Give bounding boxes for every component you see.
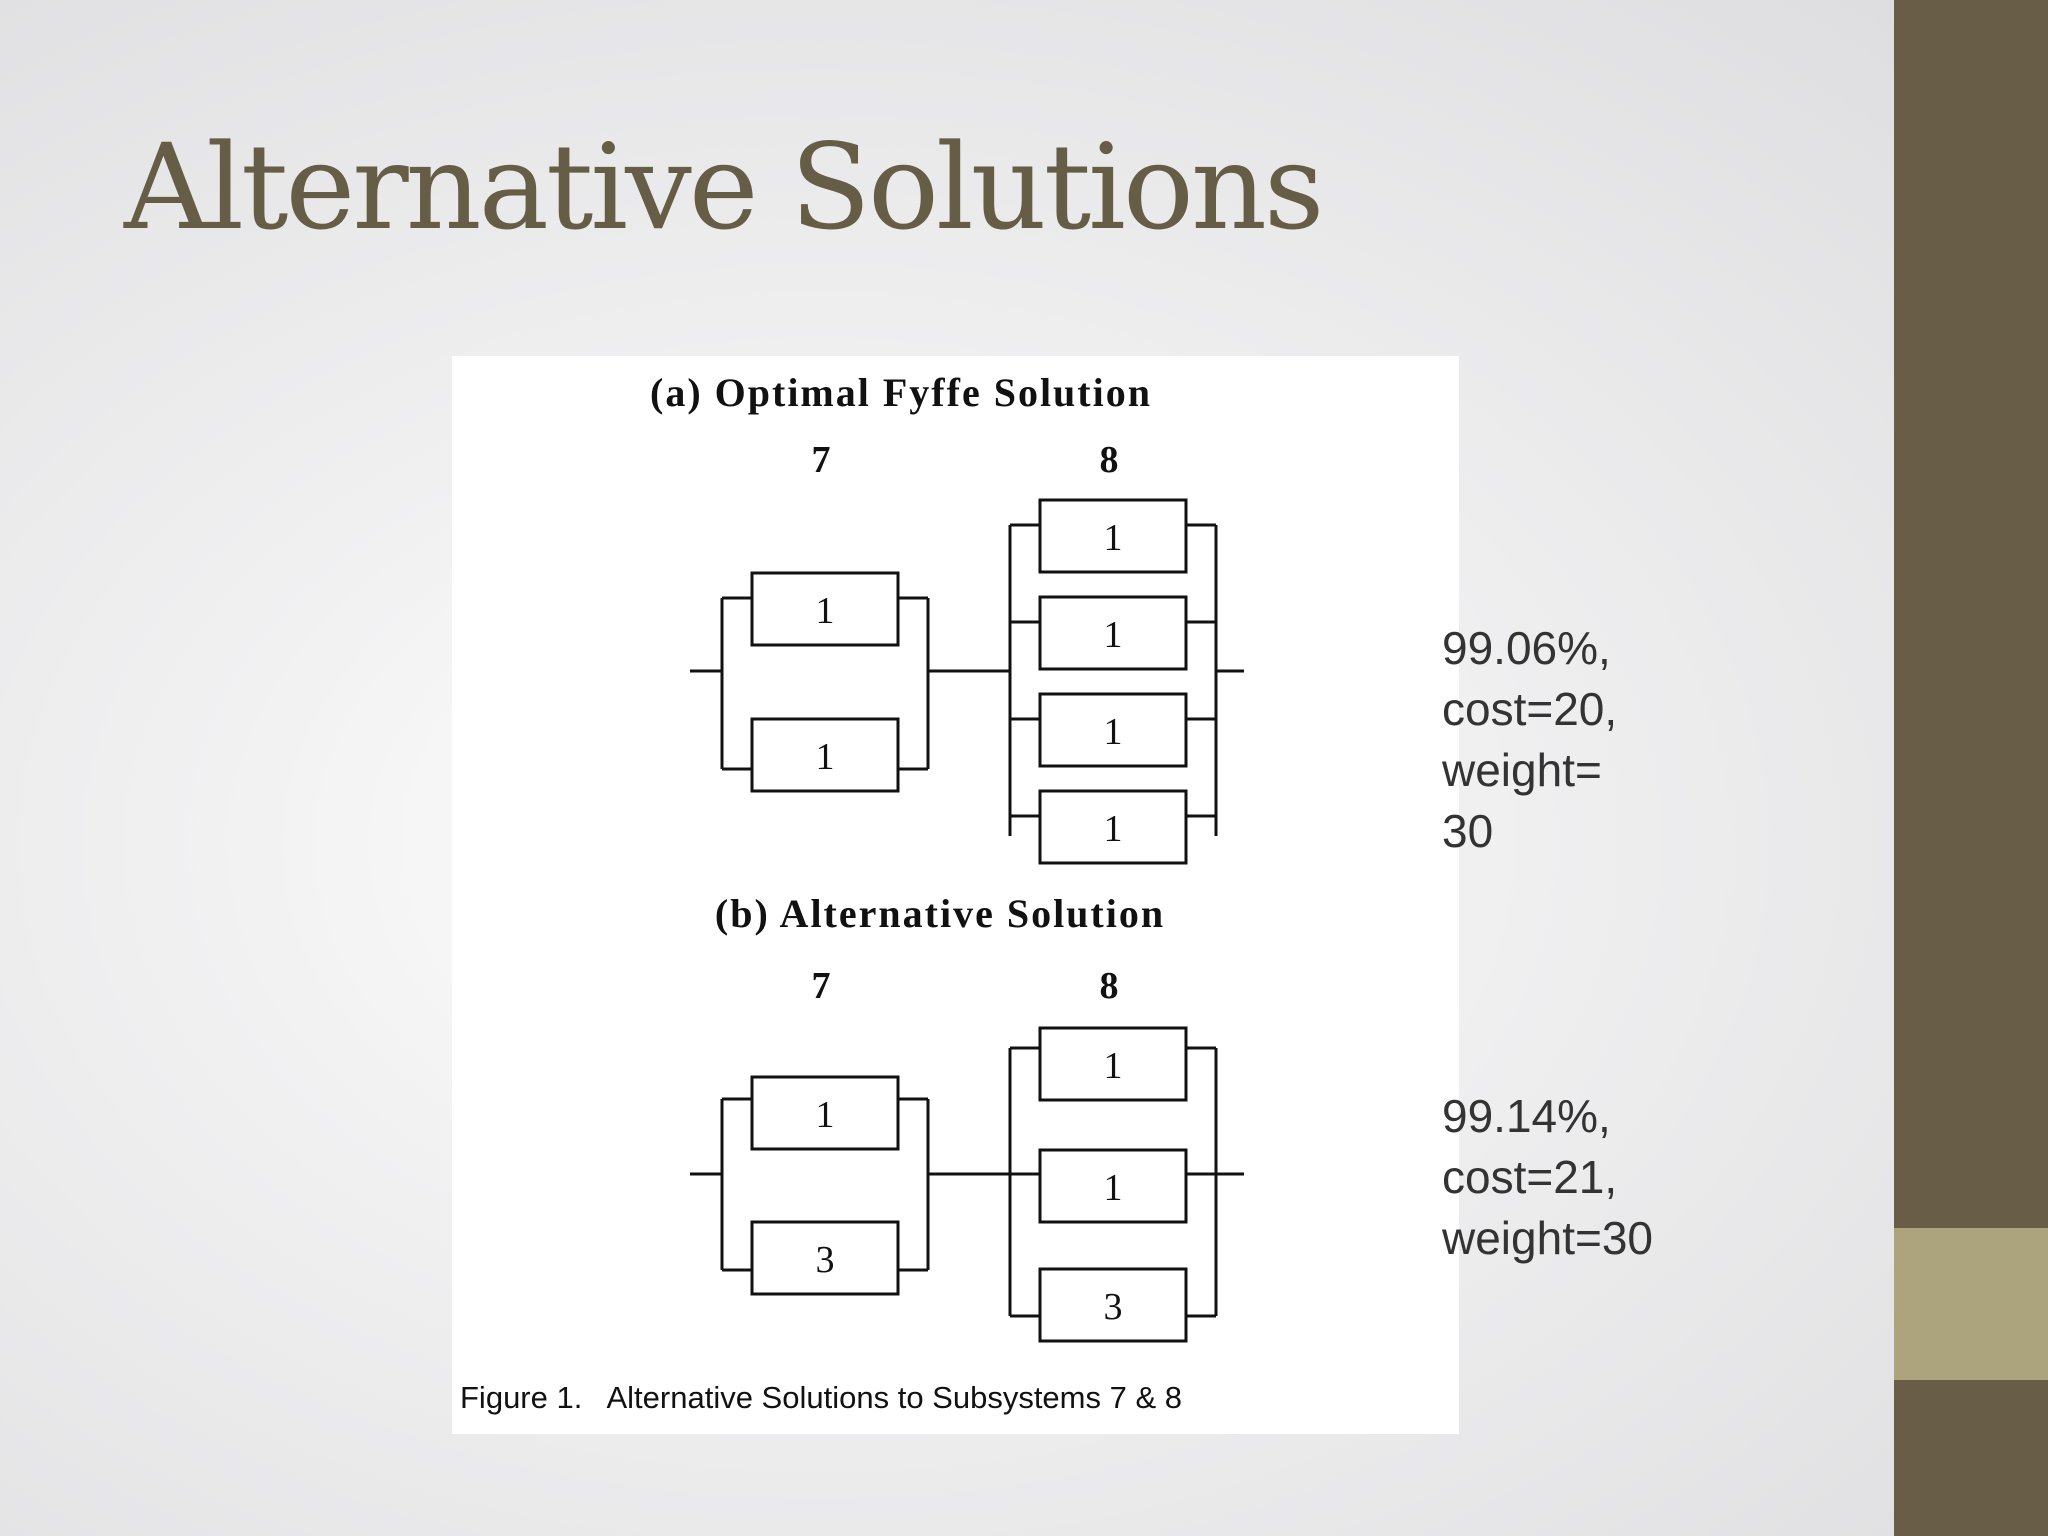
caption-text: Alternative Solutions to Subsystems 7 & … [606, 1380, 1182, 1415]
result-a-cost: cost=20, [1442, 683, 1618, 735]
component-label: 1 [1104, 711, 1123, 753]
panel-b-wires [690, 1046, 1244, 1318]
decorative-side-accent [1894, 1228, 2048, 1380]
panel-b-subsystem-8-label: 8 [1100, 965, 1119, 1007]
component-label: 1 [816, 1094, 835, 1136]
component-label: 1 [1104, 517, 1123, 559]
result-b-reliability: 99.14%, [1442, 1090, 1611, 1142]
result-b-cost: cost=21, [1442, 1151, 1618, 1203]
result-b: 99.14%, cost=21, weight=30 [1442, 1086, 1653, 1269]
panel-b-subsystem-7-label: 7 [812, 965, 831, 1007]
component-label: 1 [1104, 614, 1123, 656]
panel-a-heading: (a) Optimal Fyffe Solution [650, 370, 1152, 415]
panel-b-boxes [750, 1026, 1188, 1343]
component-label: 1 [816, 736, 835, 778]
panel-a-subsystem-8-label: 8 [1100, 439, 1119, 481]
slide-title: Alternative Solutions [124, 118, 1324, 256]
panel-b-heading: (b) Alternative Solution [715, 891, 1165, 936]
component-label: 3 [1104, 1286, 1123, 1328]
reliability-figure: (a) Optimal Fyffe Solution 7 8 1 1 1 1 1… [452, 356, 1459, 1434]
component-label: 3 [816, 1239, 835, 1281]
component-label: 1 [1104, 1167, 1123, 1209]
component-label: 1 [816, 590, 835, 632]
caption-number: Figure 1. [460, 1380, 583, 1415]
result-a-weight-value: 30 [1442, 805, 1494, 857]
result-b-weight: weight=30 [1442, 1212, 1653, 1264]
component-label: 1 [1104, 808, 1123, 850]
panel-a-wires [690, 523, 1244, 836]
component-label: 1 [1104, 1045, 1123, 1087]
result-a: 99.06%, cost=20, weight= 30 [1442, 618, 1617, 862]
figure-caption: Figure 1. Alternative Solutions to Subsy… [460, 1380, 1182, 1416]
result-a-weight: weight= [1442, 744, 1602, 796]
result-a-reliability: 99.06%, [1442, 622, 1611, 674]
block-diagram: (a) Optimal Fyffe Solution 7 8 1 1 1 1 1… [650, 370, 1244, 1343]
panel-a-subsystem-7-label: 7 [812, 439, 831, 481]
panel-a-boxes [750, 498, 1188, 865]
